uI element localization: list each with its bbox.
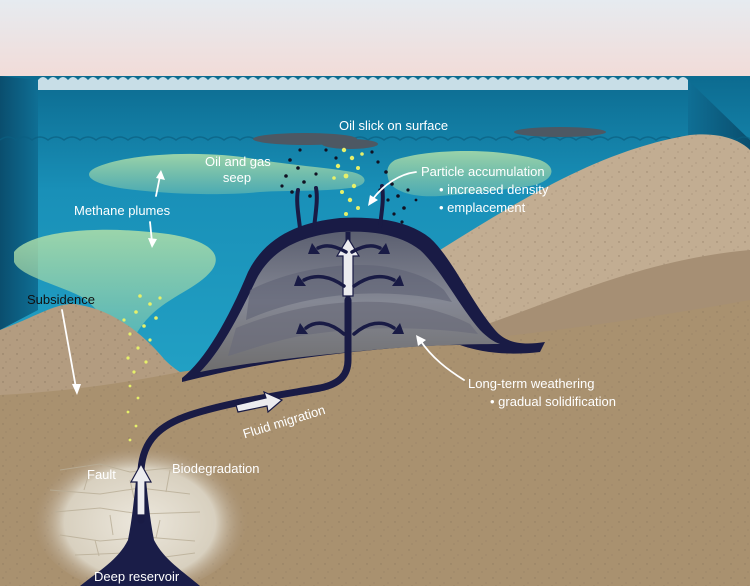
biodegradation-label: Biodegradation <box>172 461 260 476</box>
oil-droplets <box>280 148 418 224</box>
mound-layer <box>228 301 478 356</box>
deep-reservoir-label: Deep reservoir <box>94 569 180 584</box>
pointer-heads <box>72 170 426 395</box>
particle-pointer <box>371 171 417 201</box>
fault-label: Fault <box>87 467 116 482</box>
methane-pointer-up <box>155 175 161 197</box>
sky <box>0 0 750 90</box>
oil-slick <box>322 139 378 149</box>
oil-gas-seep-label-line1: Oil and gas <box>205 154 271 169</box>
subsidence-pointer <box>61 309 77 389</box>
methane-plume <box>387 151 552 197</box>
oil-gas-seep-label: Oil and gas seep <box>205 154 271 185</box>
long-term-weathering-label: Long-term weathering <box>468 376 595 391</box>
particle-accumulation-label: Particle accumulation <box>421 164 545 179</box>
emplacement-label: • emplacement <box>439 200 526 215</box>
vertical-arrow <box>129 462 153 516</box>
oil-slick <box>514 127 606 137</box>
oil-gas-seep-label-line2: seep <box>222 169 252 185</box>
wave-line <box>0 136 750 141</box>
methane-plume <box>14 229 216 350</box>
mound-curl-heads <box>294 243 404 334</box>
methane-plumes-label: Methane plumes <box>74 203 171 218</box>
fluid-migration-path <box>137 296 352 524</box>
gradual-solidification-label: • gradual solidification <box>490 394 616 409</box>
gas-bubbles <box>122 147 364 442</box>
oil-slick-label: Oil slick on surface <box>339 118 449 133</box>
fluid-migration-arrow <box>235 390 284 414</box>
mound-curl-arrows <box>302 244 396 336</box>
sea-surface <box>38 77 688 90</box>
weathering-pointer <box>419 339 465 381</box>
deep-reservoir <box>80 480 200 586</box>
increased-density-label: • increased density <box>439 182 549 197</box>
subsidence-label: Subsidence <box>27 292 95 307</box>
